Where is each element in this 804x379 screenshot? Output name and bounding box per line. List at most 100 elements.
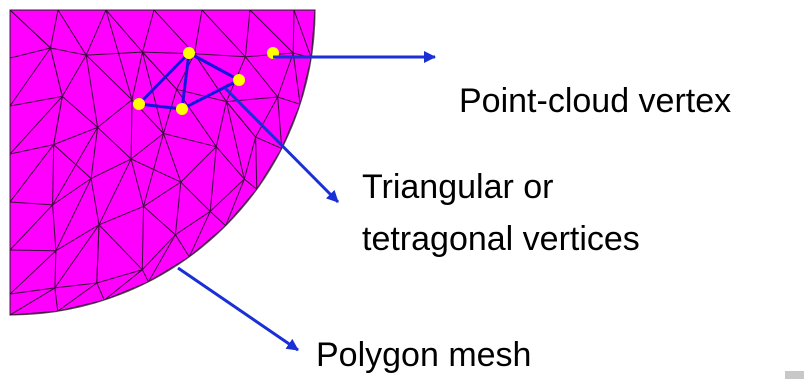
vertices-label-line2: tetragonal vertices — [362, 220, 640, 258]
mesh-edge — [193, 10, 203, 54]
mesh-edge — [10, 144, 55, 203]
vertex-point — [183, 47, 195, 59]
mesh-edge — [215, 101, 227, 147]
mesh-edge — [293, 10, 312, 58]
mesh-edge — [130, 133, 164, 160]
mesh-edge — [61, 96, 98, 128]
mesh-edge — [85, 54, 133, 101]
mesh-edge — [225, 178, 245, 226]
mesh-edge — [10, 249, 56, 252]
mesh-edge — [10, 47, 51, 59]
mesh-edge — [193, 53, 227, 102]
mesh-edge — [256, 148, 283, 190]
mesh-edge — [188, 211, 211, 258]
mesh-edge — [55, 224, 100, 252]
vertex-point — [233, 74, 245, 86]
mesh-edge — [10, 10, 51, 49]
mesh-edge — [50, 47, 63, 97]
mesh-edge — [245, 56, 279, 98]
mesh-edge — [90, 127, 99, 179]
mesh-edge — [50, 47, 87, 56]
mesh-edge — [292, 52, 301, 105]
mesh-edge — [153, 10, 195, 55]
mesh-edge — [226, 96, 278, 103]
mesh-edge — [10, 287, 56, 315]
mesh-edge — [143, 181, 182, 207]
mesh-edge — [53, 96, 63, 145]
mesh-edge — [143, 206, 176, 236]
vertex-point — [133, 98, 145, 110]
mesh-edge — [103, 269, 143, 301]
mesh-edge — [10, 310, 58, 315]
mesh-edge — [243, 178, 258, 190]
polygon-mesh-label: Polygon mesh — [316, 336, 531, 374]
mesh-edge — [194, 53, 246, 58]
mesh-edge — [53, 144, 92, 179]
mesh-edge — [52, 178, 92, 206]
mesh-edge — [131, 51, 143, 100]
mesh-edge — [54, 282, 97, 289]
mesh-edge — [98, 158, 132, 226]
mesh-edge — [209, 146, 217, 212]
mesh-edge — [57, 10, 87, 56]
highlighted-polygon-edges — [137, 51, 240, 111]
mesh-edge — [142, 51, 177, 90]
mesh-edge — [277, 96, 301, 105]
mesh-edge — [226, 101, 256, 138]
mesh-edge — [96, 224, 100, 284]
polygon-mesh-shape — [9, 9, 316, 316]
mesh-edge — [292, 10, 295, 54]
mesh-edge — [130, 158, 144, 207]
mesh-edge — [57, 299, 105, 312]
mesh-edge — [180, 146, 217, 183]
mesh-edge — [299, 57, 312, 105]
mesh-edge — [141, 234, 176, 271]
mesh-edge — [148, 234, 176, 283]
mesh-edge — [10, 287, 55, 295]
mesh-edge — [54, 224, 100, 289]
mesh-edge — [188, 225, 227, 258]
mesh-edge — [97, 127, 132, 160]
mesh-edge — [130, 158, 182, 183]
mesh-edge — [142, 51, 164, 134]
mesh-edge — [163, 133, 182, 183]
mesh-edge — [104, 281, 149, 301]
mesh-edge — [96, 282, 105, 301]
mesh-edge — [10, 204, 53, 251]
mesh-edge — [10, 47, 51, 107]
vertices-label-line1: Triangular or — [362, 168, 553, 206]
vertex-point — [176, 103, 188, 115]
mesh-edge — [97, 99, 133, 128]
mesh-edge — [209, 178, 245, 212]
mesh-edge — [130, 99, 133, 160]
mesh-edge — [175, 210, 211, 236]
mesh-edge — [98, 205, 144, 226]
vertices-arrow — [223, 86, 340, 204]
corner-mark — [785, 371, 804, 379]
mesh-edge — [85, 10, 107, 56]
mesh-edge — [55, 178, 92, 251]
mesh-edge — [10, 95, 63, 107]
mesh-edge — [105, 10, 133, 100]
mesh-edge — [174, 182, 182, 235]
mesh-edge — [141, 269, 149, 283]
mesh-edge — [143, 133, 164, 207]
mesh-edge — [10, 250, 57, 295]
mesh-edge — [52, 127, 99, 206]
mesh-edge — [142, 10, 155, 53]
mesh-edge — [209, 211, 227, 227]
mesh-edge — [255, 136, 282, 149]
mesh-edge — [255, 137, 258, 190]
mesh-edge — [163, 89, 178, 134]
mesh-edge — [277, 52, 294, 98]
mesh-edge — [90, 158, 132, 179]
mesh-edge — [52, 144, 55, 205]
mesh-edge — [249, 10, 294, 54]
mesh-edge — [54, 287, 59, 312]
mesh-edge — [201, 10, 246, 58]
mesh-edge — [180, 181, 211, 212]
point-cloud-vertex-label: Point-cloud vertex — [459, 82, 731, 120]
mesh-edge — [10, 144, 54, 155]
mesh-edge — [255, 96, 279, 138]
